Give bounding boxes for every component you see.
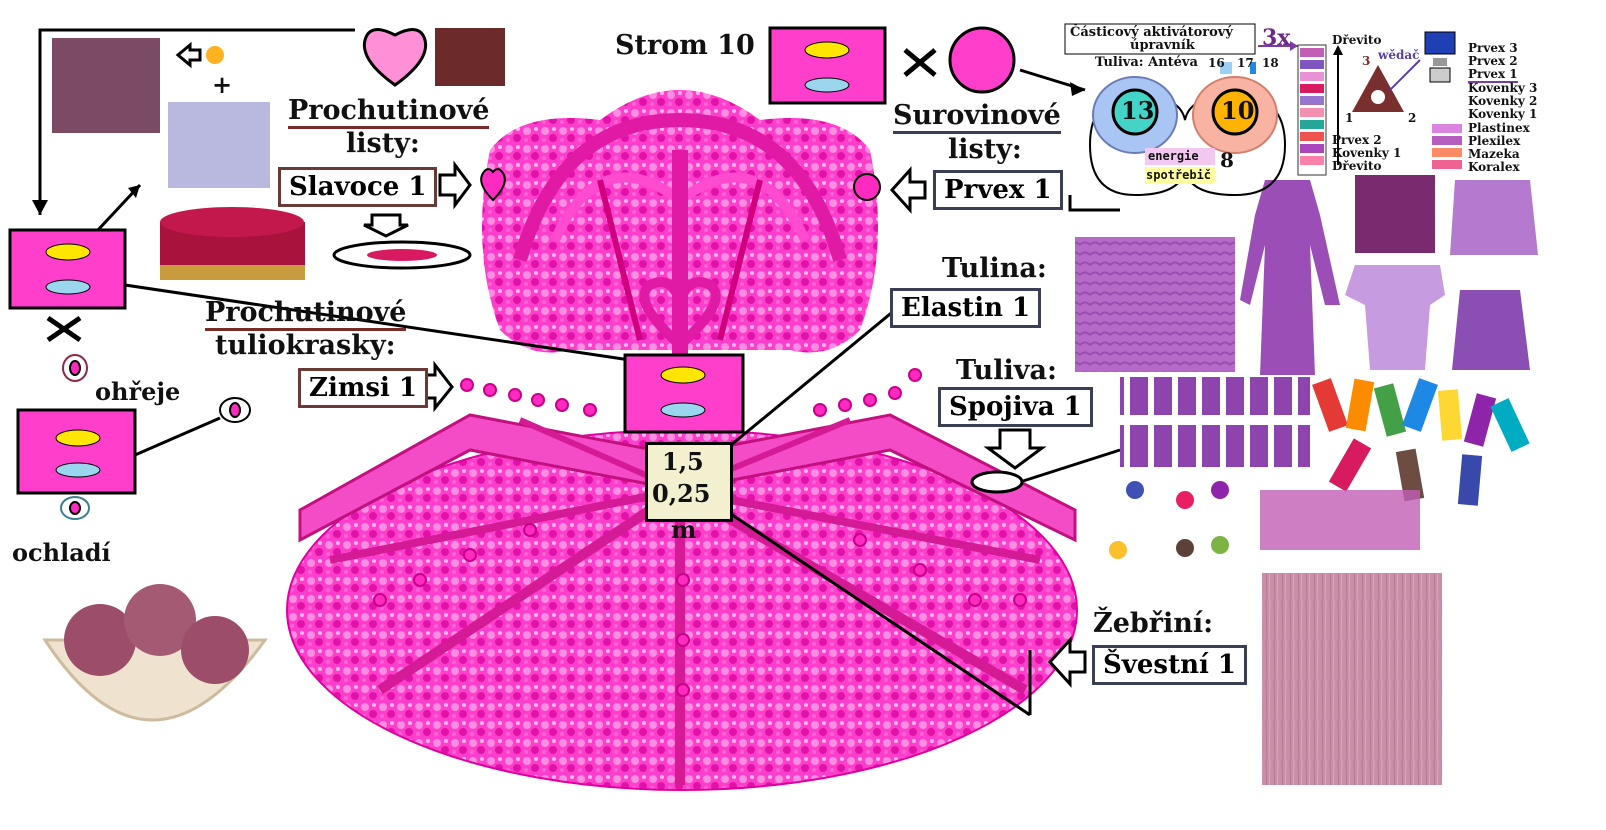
tulip-bud-icons [60,354,251,520]
clothing-images [1240,175,1538,375]
plum-wood-image [1262,573,1442,785]
round-leaf-icon [948,26,1016,94]
flavor-tulips-title2: tuliokrasky: [215,330,396,361]
layer-right-6: Kovenky 1 [1468,107,1538,121]
cross-icons [46,48,937,343]
dimension-value-2: 0,25 [652,479,711,508]
flavor-leaves-title: Prochutinové [288,95,490,129]
triangle-top-number: 3 [1362,54,1371,68]
zebrini-title: Žebřiní: [1093,608,1214,639]
right-circle-number: 10 [1221,96,1255,125]
fabric-image [1075,237,1235,372]
flavor-tulips-item: Zimsi 1 [298,368,429,408]
layer-right-5: Kovenky 2 [1468,94,1538,108]
small-round-leaf-icon [853,173,881,201]
layer-left-3: Dřevito [1332,159,1382,173]
layer-right-8: Plexilex [1468,134,1521,148]
tuliva-antiva-label: Tuliva: Antéva [1095,55,1198,70]
sugar-image [168,102,270,188]
zebrini-item: Švestní 1 [1092,645,1247,685]
layer-right-4: Kovenky 3 [1468,81,1538,95]
arrow-head [128,185,140,198]
flavor-tulips-title: Prochutinové [205,297,407,331]
dimension-box: 1,5 0,25 [645,442,733,522]
layer-right-3: Prvex 1 [1468,67,1518,83]
infinity-symbol: 8 [1220,148,1234,172]
cake-image [160,207,305,280]
tulip-rows [373,368,1027,697]
dried-plums-image [435,28,505,86]
tuliva-item: Spojiva 1 [938,387,1093,427]
activator-number-18: 18 [1262,56,1279,70]
appliance-label: spotřebič [1146,168,1212,182]
arrow-head [1070,82,1085,96]
layer-right-10: Koralex [1468,160,1520,174]
layer-left-2: Kovenky 1 [1332,146,1402,160]
tree-icon-boxes [8,26,887,495]
tulina-title: Tulina: [942,253,1047,284]
connector-lines [38,28,1121,717]
dimension-unit: m [671,515,697,544]
ice-cream-bowl-image [42,584,268,722]
material-swatches [1432,124,1462,169]
dimension-value-1: 1,5 [662,447,704,476]
activator-title2: úpravník [1130,38,1195,53]
thread-spool-icon [970,470,1024,494]
flavor-leaves-item: Slavoce 1 [278,167,438,207]
tuliva-title: Tuliva: [956,355,1057,386]
raw-leaves-item: Prvex 1 [933,170,1063,210]
layer-top-label: Dřevito [1332,33,1382,47]
buttons-image [1109,481,1229,559]
triangle-diagram [1352,31,1456,112]
heart-leaf-icon [362,28,428,87]
multiplier-label: 3x [1262,25,1291,51]
activator-diagram [1064,23,1298,197]
fire-icon [206,46,224,64]
wedac-label: wědač [1378,48,1420,62]
small-heart-leaf-icon [480,168,506,202]
arrow-head [32,200,48,215]
material-layer-stack [1297,44,1343,176]
activator-number-16: 16 [1208,56,1225,70]
thread-spools-image [1120,377,1310,467]
raw-leaves-title: Surovinové [893,100,1061,134]
crumble-cake-image [52,38,160,133]
plus-sign: + [212,70,233,99]
layer-right-2: Prvex 2 [1468,54,1518,68]
left-circle-number: 13 [1121,96,1155,125]
heats-label: ohřeje [95,377,181,406]
layer-right-9: Mazeka [1468,147,1520,161]
activator-title: Částicový aktivátorový [1070,25,1233,40]
layer-right-7: Plastinex [1468,121,1530,135]
triangle-left-number: 1 [1345,111,1354,125]
raw-leaves-title2: listy: [948,134,1022,165]
colored-spools-image [1312,378,1530,506]
tree-label: Strom 10 [615,30,755,61]
activator-number-17: 17 [1237,56,1254,70]
cools-label: ochladí [12,538,111,567]
flavor-leaves-title2: listy: [346,128,420,159]
tree-canopy [482,90,878,360]
layer-right-1: Prvex 3 [1468,41,1518,55]
tulina-item: Elastin 1 [890,288,1042,328]
layer-left-1: Prvex 2 [1332,133,1382,147]
glitter-spools-image [1260,490,1420,550]
triangle-right-number: 2 [1408,111,1417,125]
energy-label: energie [1148,149,1199,163]
